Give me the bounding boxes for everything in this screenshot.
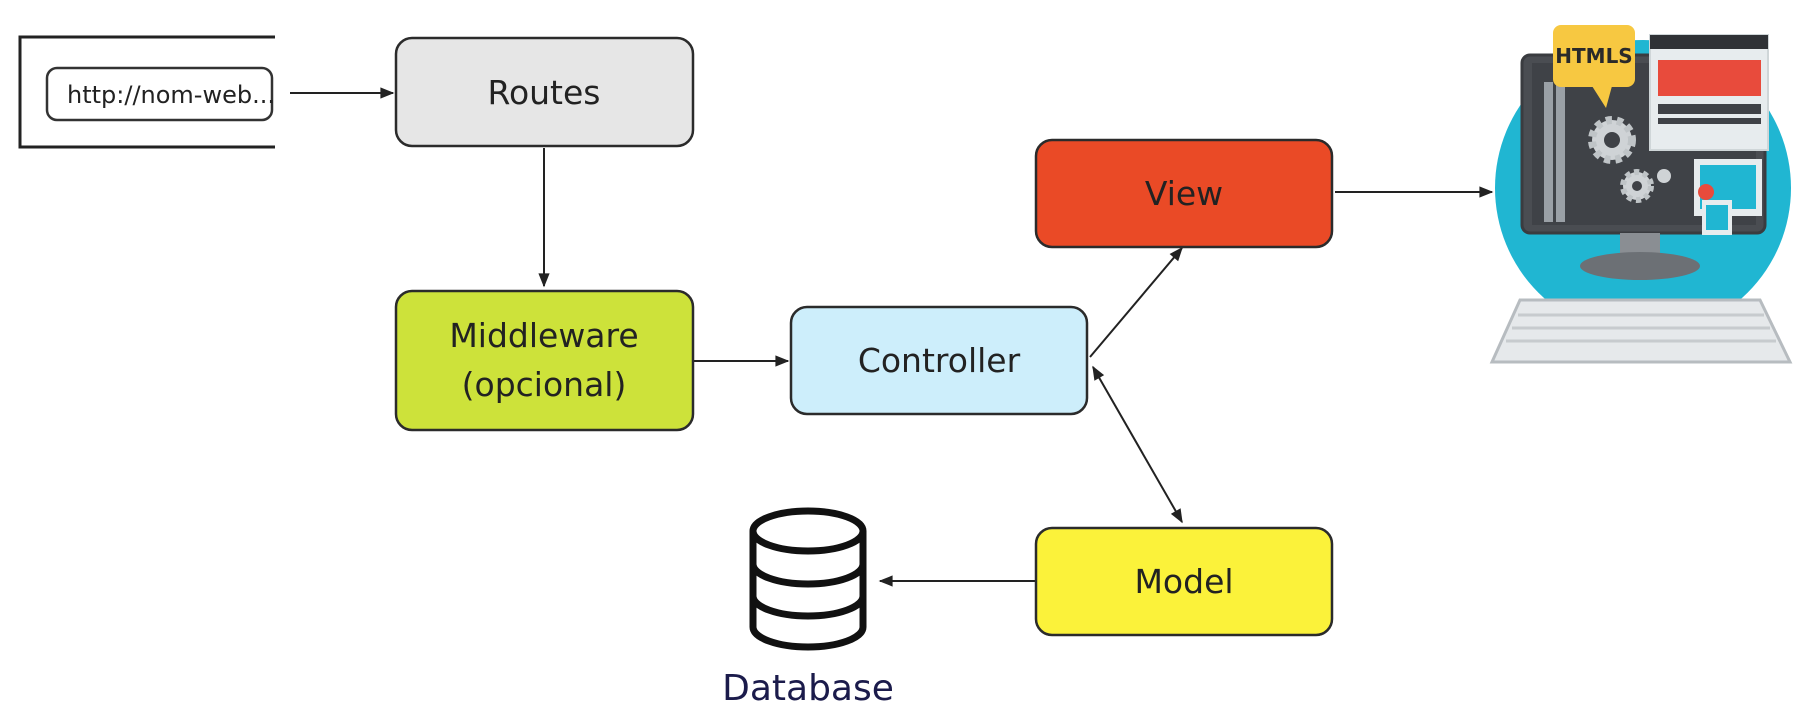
- middleware-label-line2: (opcional): [462, 365, 627, 404]
- model-node: Model: [1034, 526, 1334, 637]
- middleware-node: Middleware (opcional): [394, 289, 695, 432]
- database-icon: [749, 507, 867, 651]
- connectors: [290, 87, 1494, 587]
- middleware-box: [394, 289, 695, 432]
- routes-label: Routes: [488, 73, 601, 112]
- url-input[interactable]: [45, 66, 274, 122]
- browser-address-bar: http://nom-web...: [18, 35, 275, 149]
- computer-illustration: HTMLS: [1489, 25, 1793, 364]
- routes-node: Routes: [394, 36, 695, 148]
- location-pin-icon: [1698, 184, 1714, 200]
- html-badge: HTMLS: [1553, 25, 1635, 108]
- sidebar-grid-icon: [1544, 82, 1565, 222]
- controller-label: Controller: [858, 341, 1021, 380]
- view-node: View: [1034, 138, 1334, 249]
- arrow-controller-model-bidirectional: [1092, 365, 1183, 524]
- database-node: Database: [722, 507, 894, 709]
- routes-box: [394, 36, 695, 148]
- view-box: [1034, 138, 1334, 249]
- controller-node: Controller: [789, 305, 1089, 416]
- database-label: Database: [722, 668, 894, 709]
- middleware-label-line1: Middleware: [449, 316, 638, 355]
- url-text: http://nom-web...: [67, 81, 275, 109]
- arrow-controller-to-view: [1089, 246, 1183, 358]
- monitor-base: [1580, 252, 1700, 280]
- view-label: View: [1145, 174, 1223, 213]
- model-label: Model: [1134, 562, 1233, 601]
- monitor-stand: [1620, 233, 1660, 255]
- model-box: [1034, 526, 1334, 637]
- keyboard-keys: [1506, 313, 1776, 343]
- controller-box: [789, 305, 1089, 416]
- html-badge-text: HTMLS: [1555, 44, 1632, 68]
- keyboard: [1489, 298, 1793, 364]
